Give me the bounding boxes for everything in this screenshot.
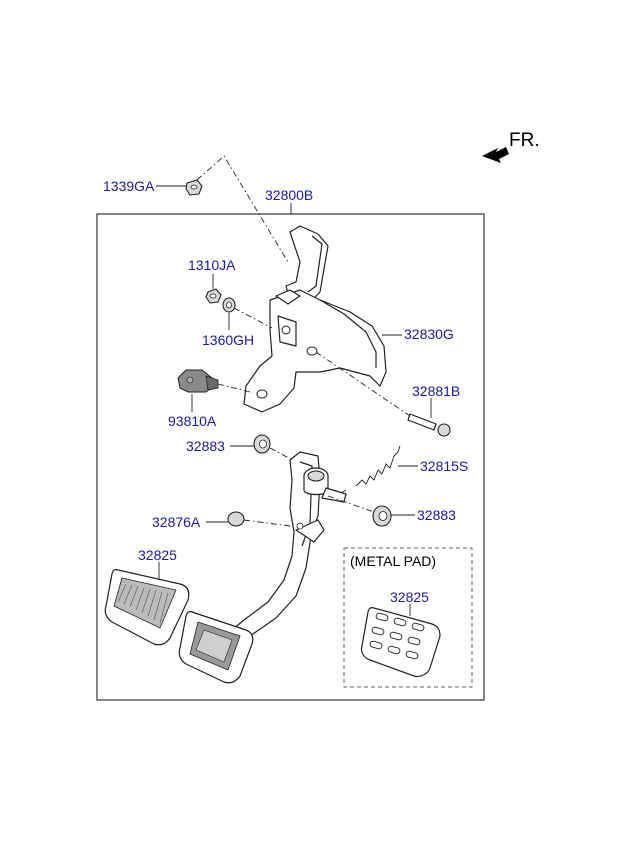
- metal-pad-inset-title: (METAL PAD): [350, 553, 436, 569]
- part-1339GA: [185, 179, 203, 196]
- label-32881B: 32881B: [412, 383, 460, 399]
- part-1310JA: [205, 288, 222, 304]
- label-32830G: 32830G: [404, 326, 454, 342]
- front-arrow-icon: [482, 147, 509, 163]
- part-32883-left: [253, 434, 271, 454]
- part-32883-right: [372, 505, 392, 527]
- label-1310JA: 1310JA: [188, 257, 236, 273]
- metal-pad-inset-frame: [343, 547, 473, 688]
- pedal-support-bracket: [243, 225, 387, 413]
- part-1360GH: [222, 297, 236, 313]
- part-32876A: [227, 511, 245, 527]
- assembly-frame: [96, 213, 485, 701]
- label-32825-metal-pad: 32825: [390, 589, 429, 605]
- label-1360GH: 1360GH: [202, 332, 254, 348]
- front-direction-indicator: FR.: [482, 130, 540, 163]
- label-32883-left: 32883: [186, 438, 225, 454]
- label-1339GA: 1339GA: [103, 178, 155, 194]
- label-32815S: 32815S: [420, 458, 468, 474]
- label-32825-pedal-pad: 32825: [138, 547, 177, 563]
- label-93810A: 93810A: [168, 413, 217, 429]
- part-32825-pedal-pad: [104, 569, 190, 646]
- label-32800B: 32800B: [265, 187, 313, 203]
- brake-pedal-arm: [231, 451, 347, 641]
- part-93810A: [177, 369, 219, 393]
- label-32876A: 32876A: [152, 514, 201, 530]
- label-32883-right: 32883: [417, 507, 456, 523]
- pedal-pad-on-arm: [178, 611, 254, 684]
- part-32825-metal-pad: [360, 607, 441, 678]
- front-direction-label: FR.: [509, 130, 540, 151]
- part-32881B: [407, 413, 451, 437]
- part-32815S: [337, 445, 401, 495]
